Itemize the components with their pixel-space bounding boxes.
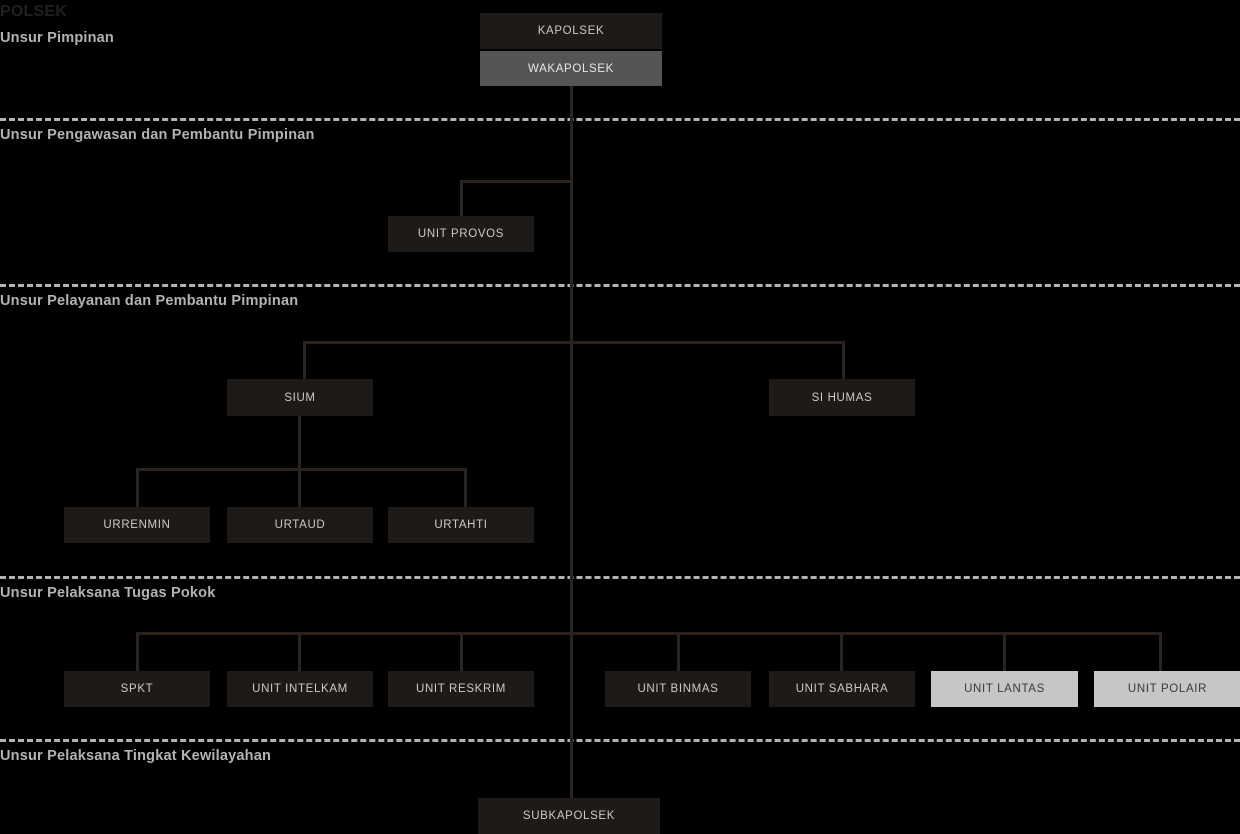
node-si-humas[interactable]: SI HUMAS: [769, 379, 915, 416]
band-label-unsur-pimpinan: Unsur Pimpinan: [0, 30, 114, 46]
page-title: POLSEK: [0, 3, 67, 20]
connector-sihumas-drop: [842, 341, 845, 379]
divider-kewilayahan: [0, 739, 1240, 742]
node-urtaud[interactable]: URTAUD: [227, 507, 373, 543]
band-label-unsur-pengawasan: Unsur Pengawasan dan Pembantu Pimpinan: [0, 127, 315, 143]
node-unit-intelkam[interactable]: UNIT INTELKAM: [227, 671, 373, 707]
node-urrenmin[interactable]: URRENMIN: [64, 507, 210, 543]
band-label-unsur-pelaksana: Unsur Pelaksana Tugas Pokok: [0, 585, 216, 601]
band-label-unsur-pelayanan: Unsur Pelayanan dan Pembantu Pimpinan: [0, 293, 299, 309]
connector-provos-bus: [460, 180, 573, 183]
node-unit-sabhara[interactable]: UNIT SABHARA: [769, 671, 915, 707]
connector-pelayanan-bus: [303, 341, 845, 344]
node-unit-binmas[interactable]: UNIT BINMAS: [605, 671, 751, 707]
connector-reskrim-drop: [460, 632, 463, 671]
node-sium[interactable]: SIUM: [227, 379, 373, 416]
connector-sium-stem: [298, 416, 301, 470]
connector-intelkam-drop: [298, 632, 301, 671]
connector-main-spine: [570, 86, 573, 800]
connector-spkt-drop: [136, 632, 139, 671]
connector-urrenmin-drop: [136, 468, 139, 507]
node-subkapolsek[interactable]: SUBKAPOLSEK: [478, 798, 660, 834]
connector-sabhara-drop: [840, 632, 843, 671]
connector-binmas-drop: [677, 632, 680, 671]
connector-provos-drop: [460, 180, 463, 217]
node-kapolsek[interactable]: KAPOLSEK: [480, 13, 662, 49]
connector-polair-drop: [1159, 632, 1162, 671]
node-wakapolsek[interactable]: WAKAPOLSEK: [480, 51, 662, 86]
connector-lantas-drop: [1003, 632, 1006, 671]
node-unit-lantas[interactable]: UNIT LANTAS: [931, 671, 1078, 707]
connector-urtaud-drop: [298, 468, 301, 507]
connector-pelaksana-bus: [136, 632, 1162, 635]
connector-ur-bus: [136, 468, 467, 471]
node-unit-provos[interactable]: UNIT PROVOS: [388, 216, 534, 252]
connector-sium-drop: [303, 341, 306, 379]
node-unit-reskrim[interactable]: UNIT RESKRIM: [388, 671, 534, 707]
divider-pelaksana: [0, 576, 1240, 579]
divider-pengawasan: [0, 118, 1240, 121]
band-label-unsur-kewilayahan: Unsur Pelaksana Tingkat Kewilayahan: [0, 748, 272, 764]
node-spkt[interactable]: SPKT: [64, 671, 210, 707]
connector-urtahti-drop: [464, 468, 467, 507]
divider-pelayanan: [0, 284, 1240, 287]
node-unit-polair[interactable]: UNIT POLAIR: [1094, 671, 1240, 707]
node-urtahti[interactable]: URTAHTI: [388, 507, 534, 543]
